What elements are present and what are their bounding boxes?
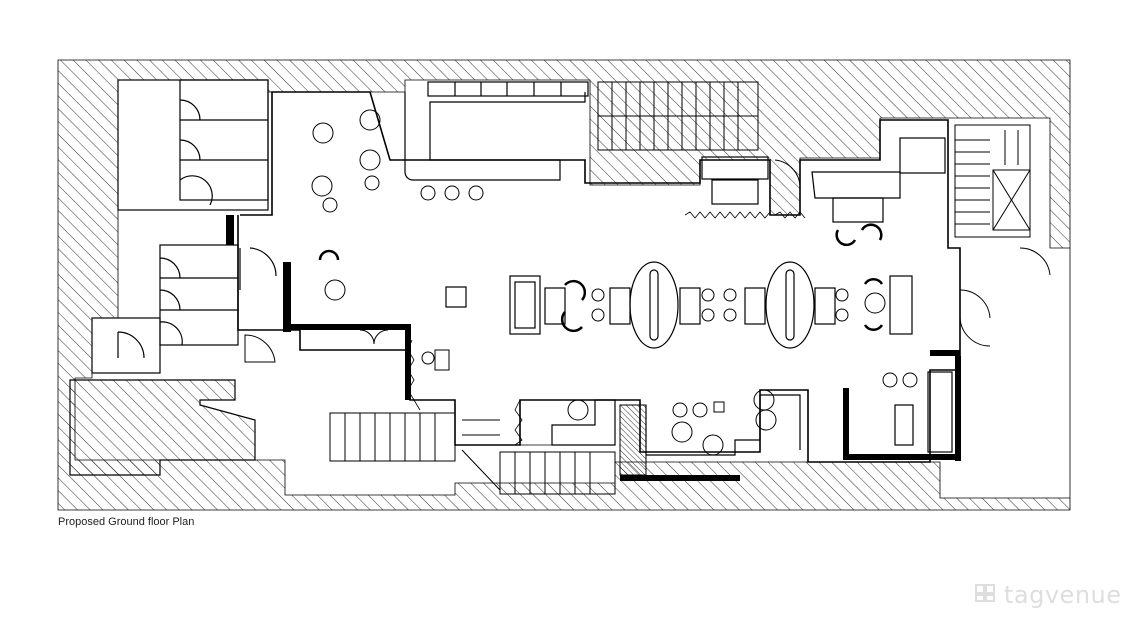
square-table	[445, 286, 467, 308]
hatched-column	[619, 404, 647, 476]
reception-desk	[421, 349, 450, 371]
lower-staircases	[329, 412, 616, 495]
right-staircase	[954, 124, 1031, 238]
top-staircase	[597, 81, 759, 151]
stools	[311, 109, 918, 456]
thick-walls	[226, 215, 961, 481]
chairs	[318, 223, 884, 333]
bar-counter	[404, 81, 589, 181]
long-tables	[509, 261, 913, 349]
plan-caption: Proposed Ground floor Plan	[58, 516, 195, 528]
lower-booths	[551, 371, 953, 456]
small-square	[713, 401, 725, 413]
bottom-left-room	[69, 379, 256, 476]
zigzag-edges	[407, 211, 806, 446]
tagvenue-watermark: tagvenue	[972, 579, 1122, 610]
doors	[244, 159, 1051, 363]
toilet-block	[91, 79, 277, 374]
tagvenue-logo-icon	[972, 579, 998, 610]
watermark-text: tagvenue	[1004, 580, 1122, 609]
right-booths	[701, 137, 946, 223]
